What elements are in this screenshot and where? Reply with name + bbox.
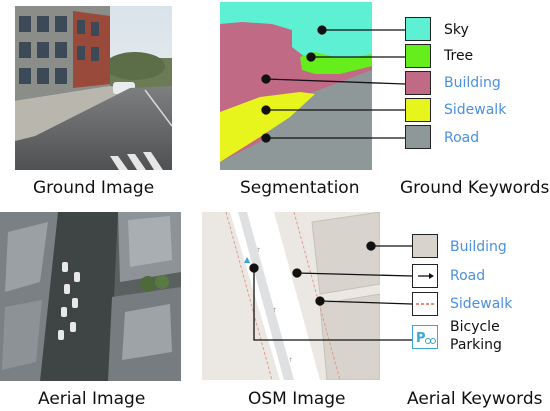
keyword-building: Building bbox=[444, 75, 501, 91]
building-swatch-icon bbox=[405, 71, 431, 95]
building-swatch-icon bbox=[412, 234, 438, 258]
bicycle-parking-icon: P bbox=[412, 325, 438, 349]
svg-text:↑: ↑ bbox=[256, 247, 261, 254]
aerial-keyword-parking: Parking bbox=[450, 337, 502, 353]
parking-glyph: P bbox=[416, 331, 426, 346]
aerial-keyword-building: Building bbox=[450, 239, 507, 255]
caption-osm-image: OSM Image bbox=[248, 389, 346, 409]
aerial-keyword-road: Road bbox=[450, 268, 486, 284]
segmentation-image bbox=[220, 2, 372, 170]
caption-aerial-image: Aerial Image bbox=[38, 389, 146, 409]
osm-image: ↑ ↑ ↑ ▲ bbox=[202, 212, 380, 380]
caption-ground-image: Ground Image bbox=[33, 178, 155, 198]
arrow-right-icon bbox=[412, 264, 438, 288]
aerial-keyword-bicycle: Bicycle bbox=[450, 319, 500, 335]
caption-segmentation: Segmentation bbox=[240, 178, 360, 198]
dashed-line-icon bbox=[412, 292, 438, 316]
svg-text:▲: ▲ bbox=[244, 255, 251, 264]
tree-swatch-icon bbox=[405, 44, 431, 68]
keyword-sky: Sky bbox=[444, 22, 469, 38]
caption-aerial-keywords: Aerial Keywords bbox=[407, 389, 543, 409]
ground-image bbox=[15, 6, 172, 170]
aerial-image bbox=[0, 212, 181, 381]
road-swatch-icon bbox=[405, 125, 431, 149]
sky-swatch-icon bbox=[405, 17, 431, 41]
keyword-sidewalk: Sidewalk bbox=[444, 102, 507, 118]
keyword-tree: Tree bbox=[444, 48, 474, 64]
caption-ground-keywords: Ground Keywords bbox=[400, 178, 550, 198]
svg-text:↑: ↑ bbox=[288, 357, 293, 364]
svg-text:↑: ↑ bbox=[272, 307, 277, 314]
aerial-keyword-sidewalk: Sidewalk bbox=[450, 296, 513, 312]
sidewalk-swatch-icon bbox=[405, 98, 431, 122]
keyword-road: Road bbox=[444, 130, 480, 146]
